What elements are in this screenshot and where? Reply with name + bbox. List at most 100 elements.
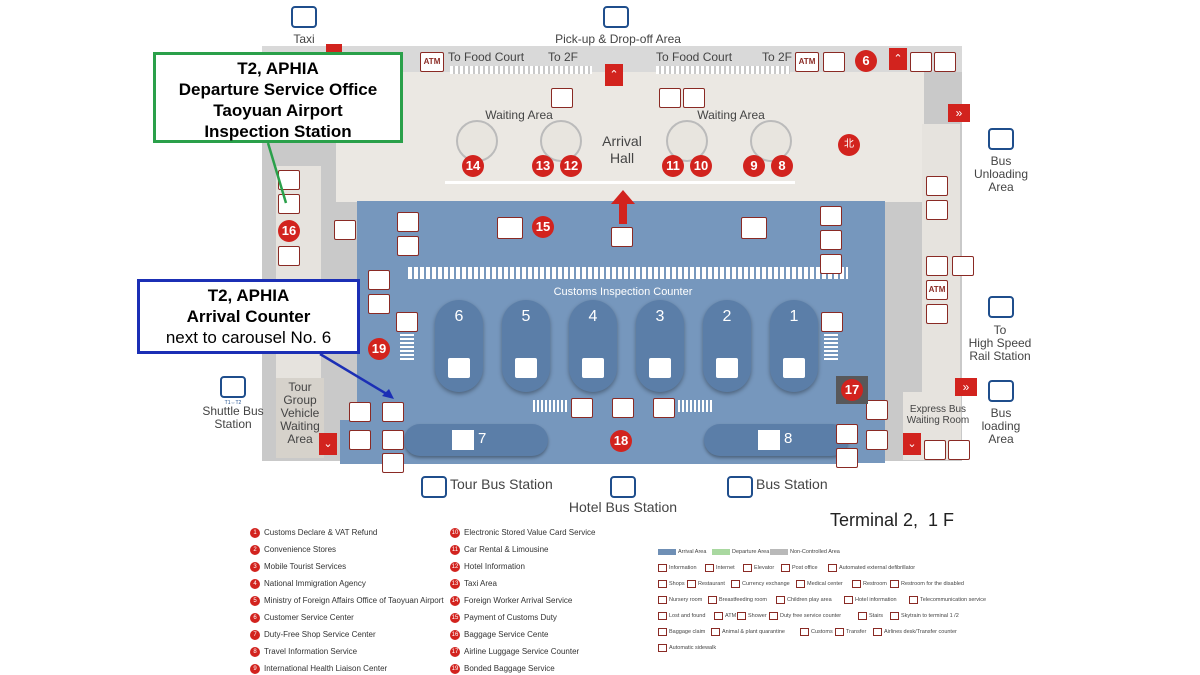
defibrillator-icon [820,254,842,274]
bus-loading-label: Bus loading Area [981,406,1021,446]
elevator-icon [551,88,573,108]
key-symbol-icon [658,564,667,572]
key-symbol-icon [705,564,714,572]
to-food-court-label: To Food Court [656,50,733,64]
key-label: Restroom for the disabled [901,581,964,587]
moving-walkway [533,400,569,412]
bus-icon[interactable] [988,128,1014,150]
service-badge-6[interactable]: 6 [855,50,877,72]
up-arrow-icon [611,190,635,224]
service-badge-9[interactable]: 9 [743,155,765,177]
key-symbol-icon [708,596,717,604]
restroom-icon [382,430,404,450]
service-badge-13[interactable]: 13 [532,155,554,177]
key-label: Automatic sidewalk [669,645,717,651]
bus-icon[interactable] [421,476,447,498]
key-symbol-icon [711,628,720,636]
bus-icon[interactable] [988,380,1014,402]
departure-area-key: Departure Area [732,549,770,555]
atm-icon: ATM [926,280,948,300]
key-label: Airlines desk/Transfer counter [884,629,957,635]
escalator-down-icon: ⌄ [319,433,337,455]
taxi-icon[interactable] [291,6,317,28]
baggage-claim-icon [649,358,671,378]
service-badge-11[interactable]: 11 [662,155,684,177]
restroom-icon [820,206,842,226]
baggage-claim-icon [452,430,474,450]
duty-free-icon [278,246,300,266]
to-2f-label: To 2F [548,50,579,64]
disabled-restroom-icon [836,448,858,468]
service-badge-15[interactable]: 15 [532,216,554,238]
tour-group-area [276,378,324,458]
key-label: Duty free service counter [780,613,842,619]
service-badge-17[interactable]: 17 [841,379,863,401]
key-symbol-icon [858,612,867,620]
key-label: Baggage claim [669,629,706,635]
key-label: Medical center [807,581,843,587]
key-label: Lost and found [669,613,706,619]
service-badge-19[interactable]: 19 [368,338,390,360]
nursery-icon [926,200,948,220]
defibrillator-icon [683,88,705,108]
stairs-icon [396,312,418,332]
key-symbol-icon [800,628,809,636]
information-icon [823,52,845,72]
bus-icon[interactable] [610,476,636,498]
elevator-icon [612,398,634,418]
carousel-2: 2 [703,300,751,392]
carousel-6: 6 [435,300,483,392]
key-symbol-icon [658,580,667,588]
key-label: Post office [792,565,818,571]
restroom-icon [866,430,888,450]
restroom-icon [910,52,932,72]
exit-arrow-icon: » [955,378,977,396]
atm-icon: ATM [420,52,444,72]
key-label: Restroom [863,581,887,587]
train-icon[interactable] [988,296,1014,318]
escalator-down-icon: ⌄ [903,433,921,455]
non-controlled-swatch [770,549,788,555]
customs-icon [611,227,633,247]
car-icon[interactable] [603,6,629,28]
key-label: Shops [669,581,685,587]
service-badge-12[interactable]: 12 [560,155,582,177]
carousel-4: 4 [569,300,617,392]
waiting-area-label: Waiting Area [485,108,553,122]
service-badge-14[interactable]: 14 [462,155,484,177]
carousel-7: 7 [404,424,548,456]
waiting-area-label: Waiting Area [697,108,765,122]
arrival-hall-area [336,72,924,202]
key-symbol-icon [769,612,778,620]
carousel-1: 1 [770,300,818,392]
key-symbol-icon [737,612,746,620]
stairs-icon [571,398,593,418]
baggage-claim-icon [448,358,470,378]
defibrillator-icon [924,440,946,460]
arrival-line [445,181,795,184]
key-label: Automated external defibrillator [839,565,916,571]
service-badge-16[interactable]: 16 [278,220,300,242]
service-badge-8[interactable]: 8 [771,155,793,177]
stairs-icon [653,398,675,418]
bus-station-label: Bus Station [756,476,828,492]
key-label: Breastfeeding room [719,597,767,603]
bus-icon[interactable] [727,476,753,498]
key-label: Children play area [787,597,832,603]
nursery-icon [820,230,842,250]
person-icon [334,220,356,240]
stairs [824,334,838,360]
service-badge-18[interactable]: 18 [610,430,632,452]
shuttle-bus-icon[interactable]: T1⇔T2 [220,376,246,406]
service-badge-10[interactable]: 10 [690,155,712,177]
key-symbol-icon [796,580,805,588]
elevator-icon [349,402,371,422]
arrival-counter-callout: T2, APHIA Arrival Counter next to carous… [137,279,360,354]
key-label: Information [669,565,697,571]
